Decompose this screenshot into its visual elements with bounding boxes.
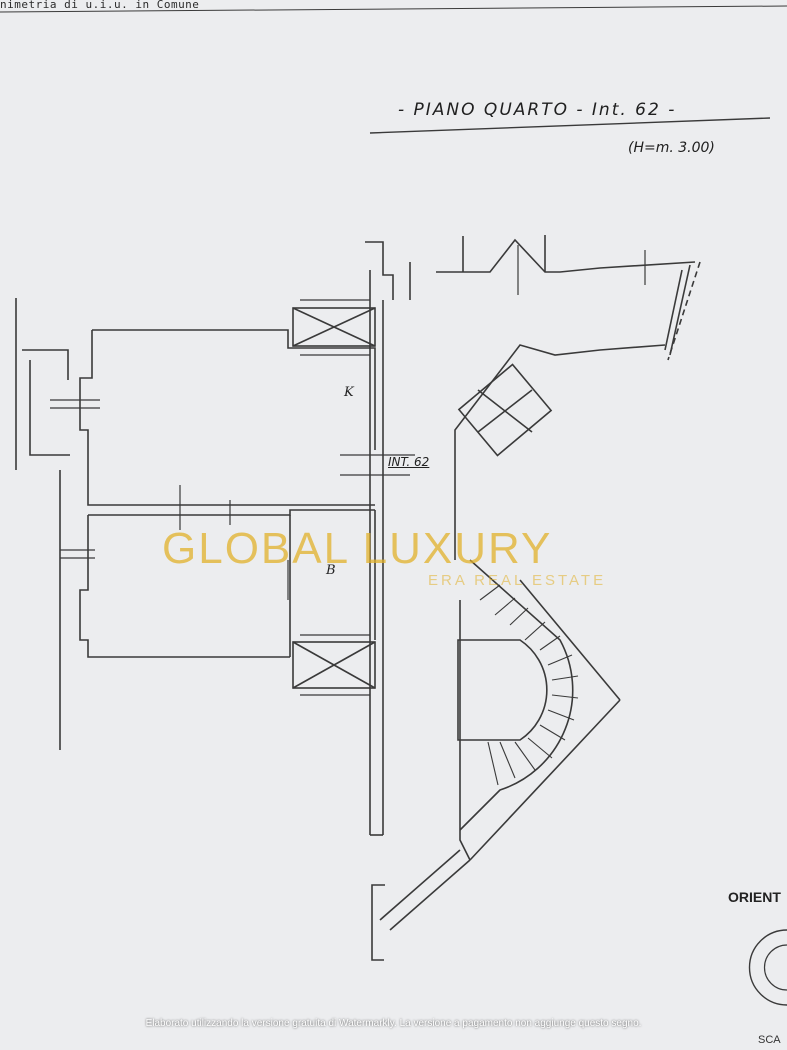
watermark-brand: GLOBAL LUXURY: [162, 524, 553, 573]
watermark-subtitle: ERA REAL ESTATE: [428, 572, 607, 589]
room-label-bath: B: [326, 563, 336, 578]
scale-label: SCA: [758, 1034, 781, 1046]
floor-title: - PIANO QUARTO - Int. 62 -: [398, 100, 677, 120]
document-header: nimetria di u.i.u. in Comune: [0, 0, 200, 11]
room-label-kitchen: K: [344, 385, 354, 400]
height-note: (H=m. 3.00): [628, 140, 715, 156]
orientation-label: ORIENT: [728, 889, 781, 905]
watermark-footer-notice: Elaborato utilizzando la versione gratui…: [145, 1018, 642, 1029]
unit-label: INT. 62: [388, 455, 430, 469]
